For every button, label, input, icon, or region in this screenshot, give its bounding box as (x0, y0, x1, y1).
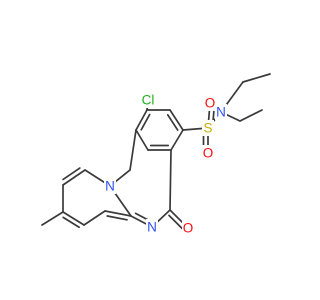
atom-label-n-ring-bridge: N (105, 179, 115, 194)
atom-label-cl: Cl (142, 93, 155, 108)
atom-label-background (204, 95, 216, 111)
atom-label-background (182, 220, 194, 236)
bond-c3-c4-second-line (166, 114, 179, 131)
bond-c17-c18 (62, 211, 85, 226)
atom-label-o-s-top: O (205, 96, 216, 111)
bond-c19-c13-second-line (106, 215, 128, 221)
atom-label-s: S (203, 121, 212, 136)
bond-c6-c1 (135, 129, 149, 151)
bond-c4-c5 (170, 129, 184, 151)
atom-label-background (202, 120, 214, 136)
atom-label-background (139, 92, 157, 108)
bond-c14-o_carbonyl-second-line (168, 214, 184, 230)
atom-label-n-ring-imine: N (147, 220, 157, 235)
atom-label-background (104, 178, 116, 194)
atom-label-o-s-bottom: O (203, 146, 214, 161)
bond-cf1-cf2 (239, 109, 263, 122)
atom-label-n-amide: N (216, 105, 226, 120)
bond-c1-c2-second-line (140, 113, 151, 131)
bond-c18-c19 (83, 210, 106, 226)
bond-c17-ch3 (41, 211, 64, 226)
bond-c19-c13 (104, 210, 132, 217)
atom-label-background (202, 145, 214, 161)
atom-label-background (215, 104, 227, 120)
bond-c15-c16-second-line (62, 167, 81, 181)
bond-c15-c16 (62, 169, 86, 186)
bond-c14-c5 (169, 149, 172, 211)
bond-c1-c12 (129, 129, 137, 171)
bond-c1-c2 (135, 109, 148, 131)
atom-label-o-carbonyl: O (183, 221, 194, 236)
bond-c17-c18-second-line (62, 216, 80, 229)
bond-ce1-ce2 (242, 73, 271, 83)
atom-label-background (146, 219, 158, 235)
bond-c3-c4 (169, 109, 184, 131)
